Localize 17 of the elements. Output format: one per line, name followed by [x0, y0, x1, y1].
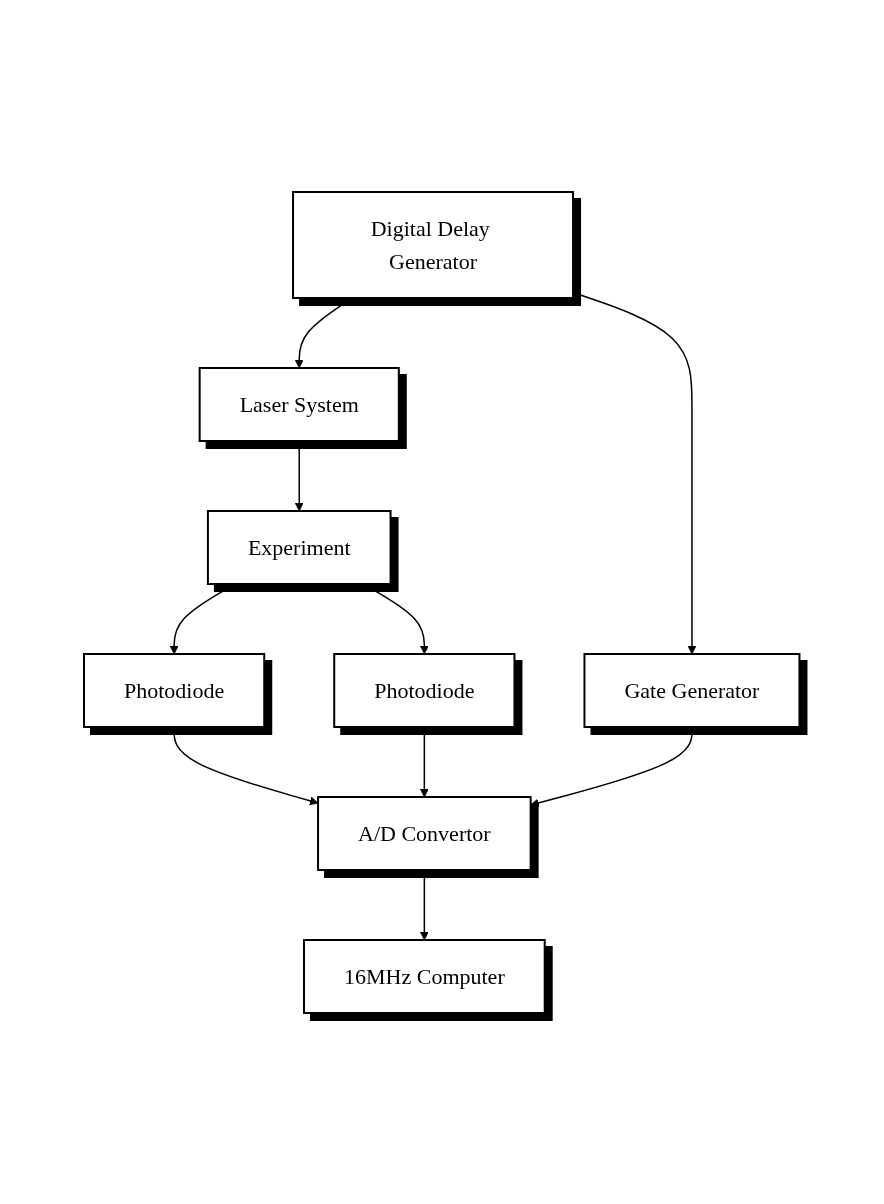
arrow: [420, 725, 429, 797]
arrow: [170, 582, 237, 654]
arrow: [530, 725, 693, 807]
node-box: A/D Convertor: [317, 795, 532, 871]
arrow: [295, 439, 304, 511]
node-box: Digital Delay Generator: [292, 190, 575, 299]
arrow: [295, 296, 354, 368]
node-box: Gate Generator: [583, 652, 801, 728]
arrow: [173, 725, 319, 805]
arrow: [362, 582, 429, 654]
node-box: Photodiode: [333, 652, 516, 728]
node-box: Photodiode: [83, 652, 266, 728]
node-box: Laser System: [198, 366, 401, 442]
node-box: 16MHz Computer: [303, 938, 546, 1014]
arrow: [420, 868, 429, 940]
arrow: [572, 291, 697, 654]
node-box: Experiment: [207, 509, 392, 585]
